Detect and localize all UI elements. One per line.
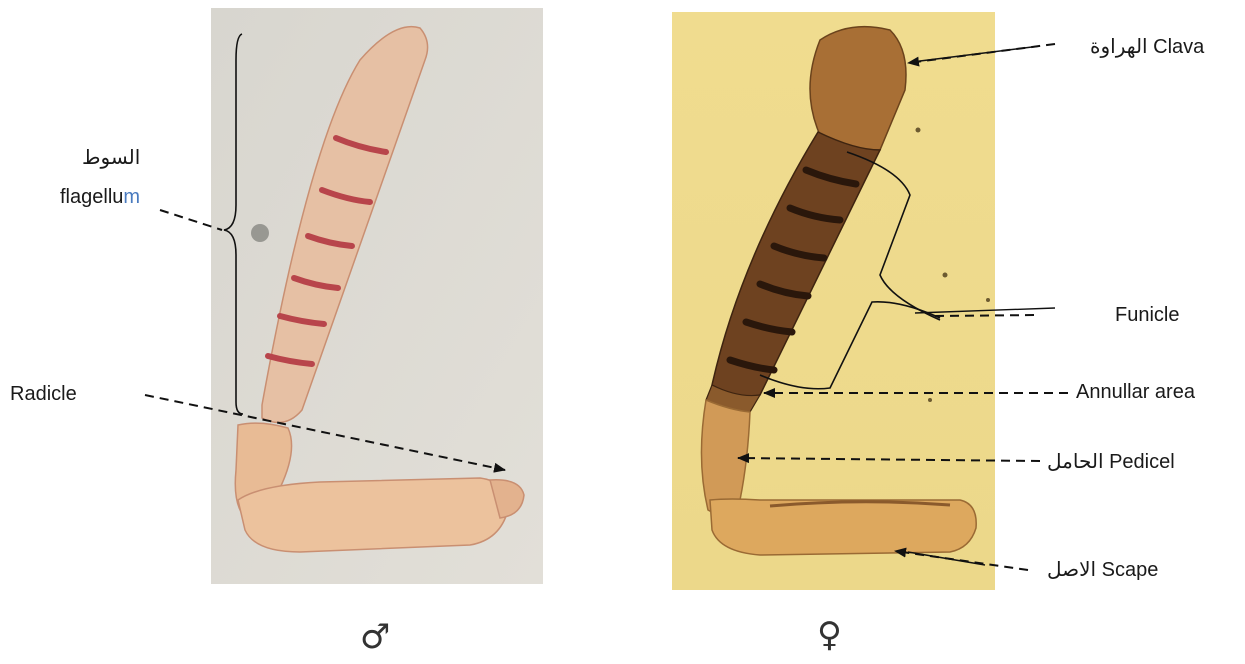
female-antenna-photo — [672, 12, 995, 590]
dust-speck — [943, 273, 948, 278]
funicle-leader-line — [935, 315, 1040, 316]
male-antenna-photo — [211, 8, 543, 584]
dust-speck — [928, 398, 932, 402]
flagellum-arabic-label: السوط — [82, 148, 140, 168]
male-scape — [238, 478, 508, 552]
pedicel-label: الحامل Pedicel — [1047, 452, 1175, 472]
dust-speck — [251, 224, 269, 242]
scape-label: الاصل Scape — [1047, 560, 1158, 580]
annular-area-label: Annullar area — [1076, 382, 1195, 402]
flagellum-label: flagellum — [60, 187, 140, 207]
funicle-label: Funicle — [1115, 305, 1179, 325]
dust-speck — [916, 128, 921, 133]
clava-label: الهراوة Clava — [1090, 37, 1204, 57]
radicle-label: Radicle — [10, 384, 77, 404]
female-symbol: ♀ — [817, 618, 842, 652]
flagellum-label-prefix: flagellu — [60, 186, 123, 208]
male-symbol: ♂ — [360, 620, 390, 654]
female-scape — [710, 499, 976, 555]
flagellum-label-suffix: m — [123, 186, 140, 208]
dust-speck — [986, 298, 990, 302]
